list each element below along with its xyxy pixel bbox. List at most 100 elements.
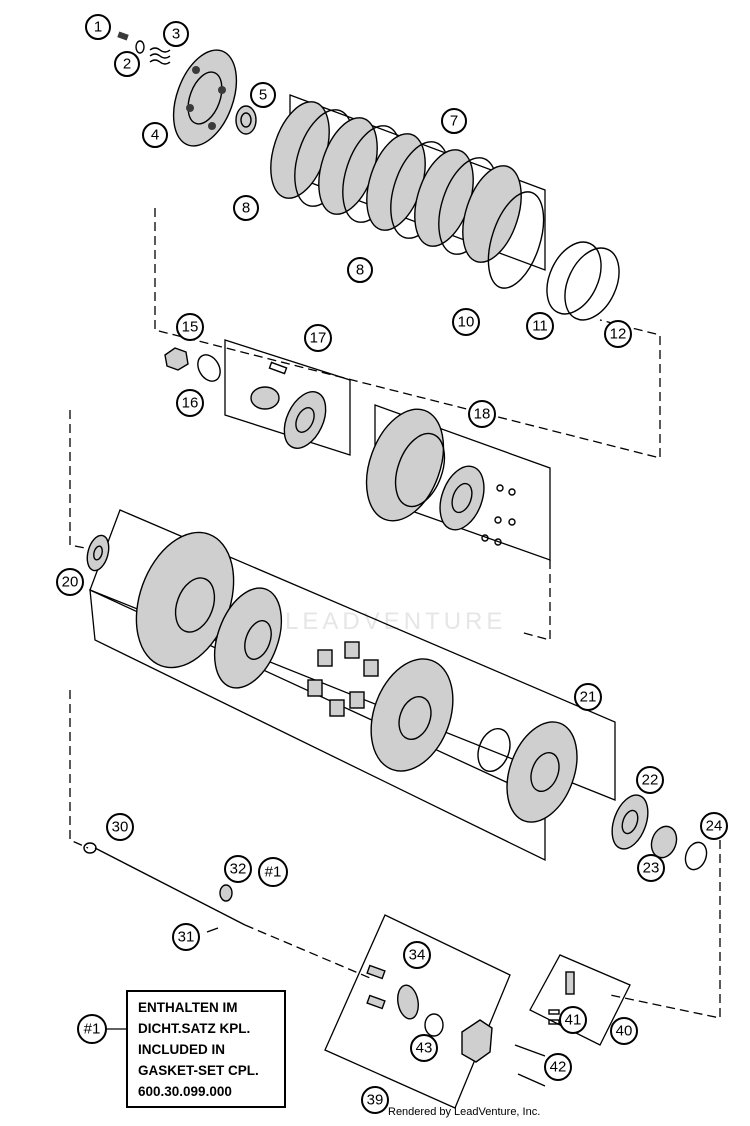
- note-line-5: 600.30.099.000: [138, 1084, 232, 1099]
- callout-20: 20: [56, 568, 84, 596]
- bleeder-parts: [548, 971, 575, 1025]
- bolts-part: [514, 1044, 546, 1087]
- callout-42: 42: [544, 1053, 572, 1081]
- o-ring-part: [424, 1013, 444, 1037]
- gear-ring-part: [611, 794, 649, 850]
- callout-16: 16: [176, 389, 204, 417]
- svg-text:10: 10: [458, 314, 475, 331]
- clutch-plates-stack: [270, 101, 545, 289]
- callout-1: 1: [85, 14, 111, 40]
- svg-text:3: 3: [172, 26, 180, 43]
- callout-18: 18: [468, 400, 496, 428]
- callout-11: 11: [526, 312, 554, 340]
- callout-40: 40: [610, 1017, 638, 1045]
- leader-to-shaft: [69, 690, 89, 849]
- wire-rings-part: [546, 241, 620, 321]
- leader-shaft-to-cover: [244, 924, 371, 979]
- svg-text:24: 24: [706, 818, 723, 835]
- watermark: LEADVENTURE: [285, 608, 507, 635]
- callout-32: 32: [224, 855, 252, 883]
- svg-text:18: 18: [474, 406, 491, 423]
- primary-gear-part: [370, 658, 454, 772]
- svg-text:#1: #1: [265, 864, 282, 881]
- note-line-1: ENTHALTEN IM: [138, 1000, 238, 1015]
- washer-part: [135, 40, 145, 54]
- svg-text:23: 23: [643, 860, 660, 877]
- callout-34: 34: [403, 941, 431, 969]
- svg-text:12: 12: [610, 326, 627, 343]
- svg-text:34: 34: [409, 947, 426, 964]
- callout-note-ref: #1: [77, 1014, 107, 1044]
- svg-text:40: 40: [616, 1023, 633, 1040]
- svg-text:32: 32: [230, 861, 247, 878]
- circlip-part: [477, 727, 511, 773]
- svg-text:21: 21: [580, 689, 597, 706]
- callout-39: 39: [361, 1086, 389, 1114]
- callout-31: 31: [172, 923, 200, 951]
- callout-32-ref: #1: [258, 857, 288, 887]
- pin-part: [206, 927, 219, 933]
- svg-text:20: 20: [62, 574, 79, 591]
- callout-5: 5: [250, 82, 276, 108]
- leader-to-basket: [69, 410, 96, 551]
- gasket-set-note-box: ENTHALTEN IM DICHT.SATZ KPL. INCLUDED IN…: [126, 990, 286, 1108]
- callout-21: 21: [574, 683, 602, 711]
- leader-plates-to-hub: [154, 208, 661, 459]
- spring-part: [149, 47, 171, 65]
- svg-text:8: 8: [356, 262, 364, 279]
- callout-12: 12: [604, 320, 632, 348]
- callout-23: 23: [637, 854, 665, 882]
- push-rod-part: [83, 842, 246, 926]
- svg-text:30: 30: [112, 819, 129, 836]
- svg-text:8: 8: [242, 200, 250, 217]
- callout-30: 30: [106, 813, 134, 841]
- release-shaft-parts: [366, 964, 419, 1020]
- svg-text:1: 1: [94, 19, 102, 36]
- svg-text:42: 42: [550, 1059, 567, 1076]
- hub-group-box-17: [224, 339, 351, 456]
- damper-springs-part: [307, 641, 379, 717]
- svg-text:15: 15: [182, 319, 199, 336]
- svg-text:41: 41: [565, 1012, 582, 1029]
- callout-8a: 8: [233, 195, 259, 221]
- hub-plate-part: [439, 465, 516, 546]
- cover-group-box-39: [324, 914, 511, 1109]
- note-line-4: GASKET-SET CPL.: [138, 1063, 259, 1078]
- leader-right-18: [519, 560, 551, 641]
- callout-8b: 8: [347, 257, 373, 283]
- nut-part: [164, 347, 189, 371]
- callout-17: 17: [304, 324, 332, 352]
- screw-part: [117, 31, 129, 41]
- callout-41: 41: [559, 1006, 587, 1034]
- leader-right-24: [609, 840, 721, 1019]
- callout-24: 24: [700, 812, 728, 840]
- svg-text:#1: #1: [84, 1021, 101, 1038]
- seal-part: [219, 884, 233, 902]
- svg-text:11: 11: [532, 318, 548, 335]
- callout-22: 22: [636, 766, 664, 794]
- svg-text:16: 16: [182, 395, 199, 412]
- damper-plate-part: [213, 587, 283, 689]
- svg-text:5: 5: [259, 87, 267, 104]
- callout-4: 4: [142, 122, 168, 148]
- note-line-3: INCLUDED IN: [138, 1042, 225, 1057]
- bushing-part: [250, 361, 288, 410]
- gear-carrier-part: [506, 721, 578, 823]
- callout-7: 7: [441, 108, 467, 134]
- bearing-part: [235, 105, 257, 135]
- svg-text:4: 4: [151, 127, 159, 144]
- lever-housing-part: [461, 1019, 493, 1063]
- svg-text:31: 31: [178, 929, 195, 946]
- callout-2: 2: [114, 51, 140, 77]
- end-washer-part: [684, 841, 708, 871]
- callout-3: 3: [163, 21, 189, 47]
- lock-washer-part: [197, 354, 221, 382]
- footer-credit: Rendered by LeadVenture, Inc.: [388, 1106, 541, 1118]
- note-line-2: DICHT.SATZ KPL.: [138, 1021, 251, 1036]
- svg-text:2: 2: [123, 56, 131, 73]
- callout-10: 10: [452, 308, 480, 336]
- callout-43: 43: [410, 1034, 438, 1062]
- svg-text:7: 7: [450, 113, 458, 130]
- svg-text:22: 22: [642, 772, 659, 789]
